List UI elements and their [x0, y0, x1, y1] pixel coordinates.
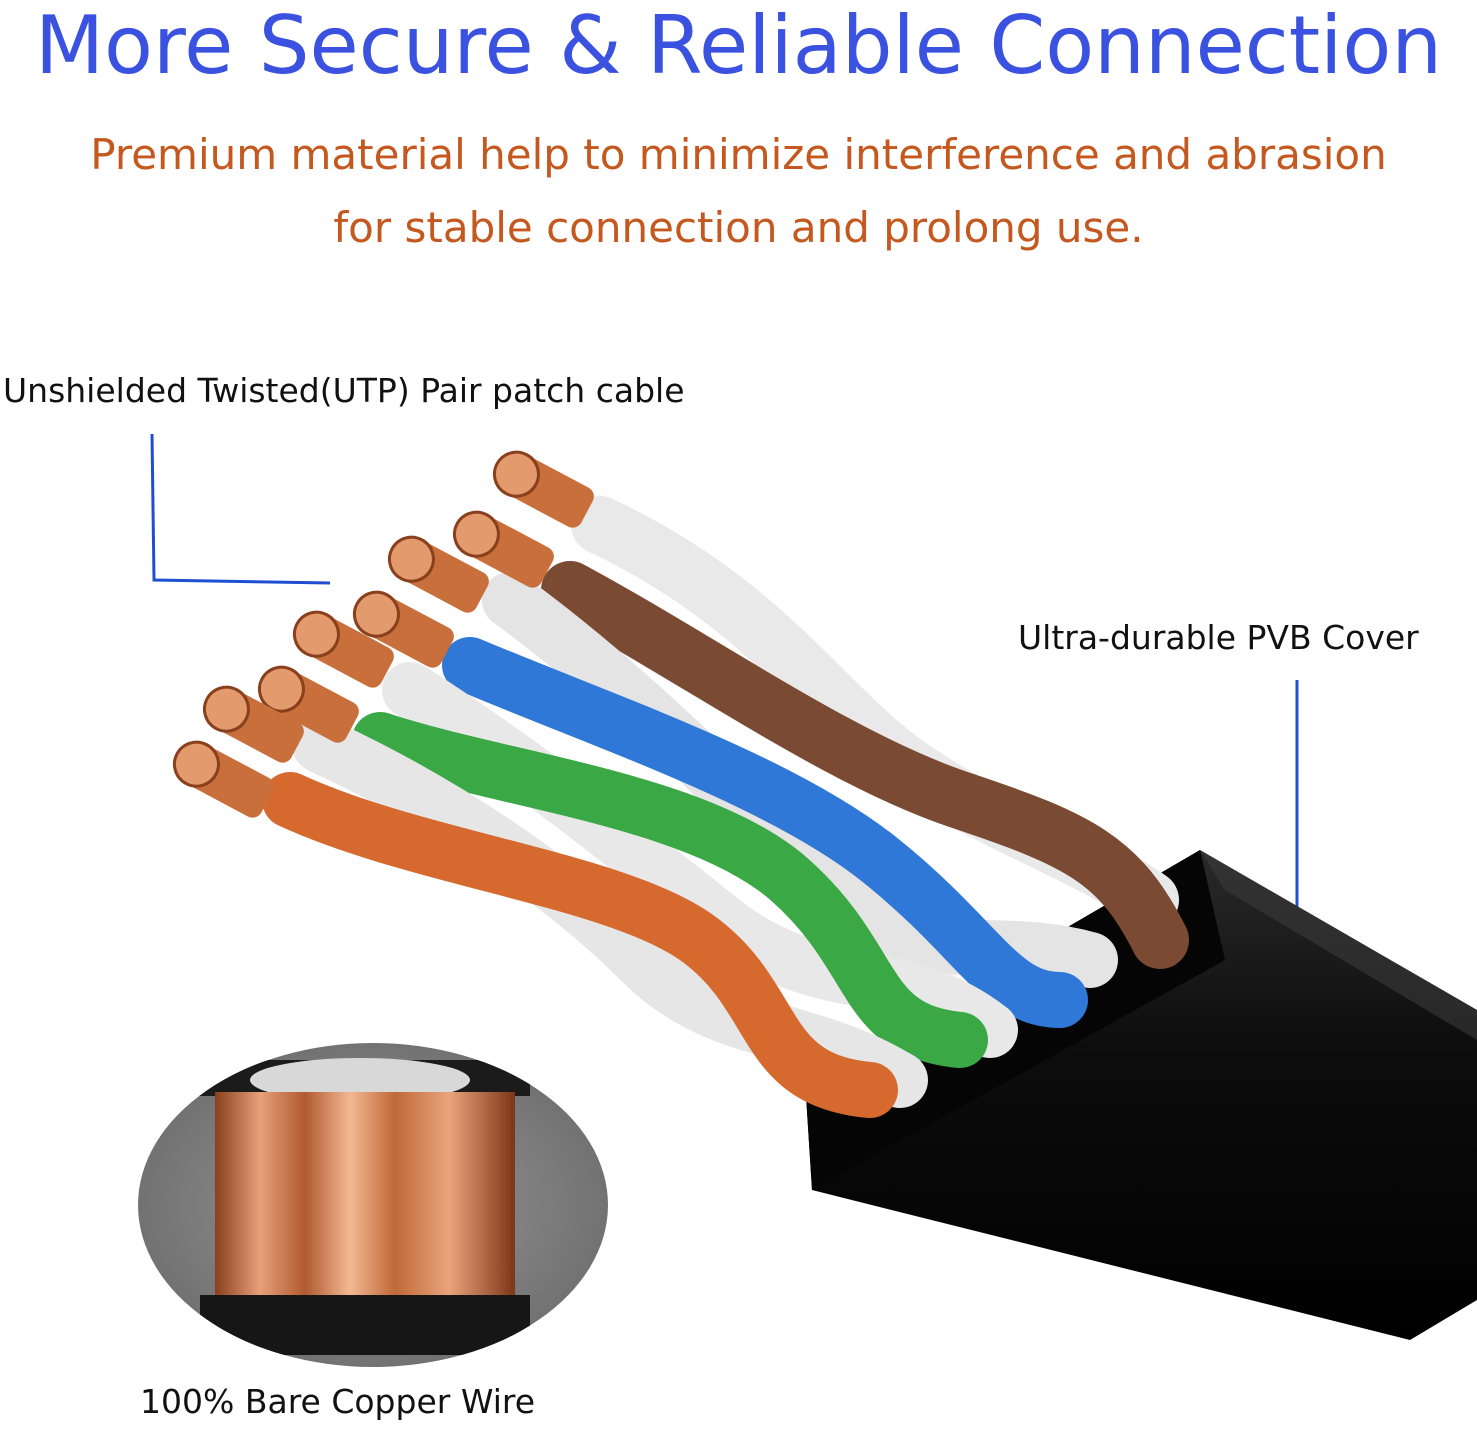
- pvb-cover-label: Ultra-durable PVB Cover: [1018, 618, 1419, 657]
- subtitle-line-1: Premium material help to minimize interf…: [90, 130, 1387, 179]
- copper-wire-label: 100% Bare Copper Wire: [140, 1382, 536, 1421]
- wire-orange: [262, 772, 898, 1118]
- utp-callout-line: [150, 433, 331, 585]
- wire-brown: [541, 561, 1189, 969]
- wire-blue: [442, 637, 1088, 1028]
- headline: More Secure & Reliable Connection: [34, 0, 1443, 92]
- utp-label: Unshielded Twisted(UTP) Pair patch cable: [3, 371, 685, 410]
- wire-green: [352, 712, 988, 1068]
- subtitle-line-2: for stable connection and prolong use.: [333, 203, 1144, 252]
- copper-tips: [172, 450, 594, 818]
- copper-spool-photo: [138, 1043, 608, 1367]
- twisted-pairs: [262, 496, 1189, 1118]
